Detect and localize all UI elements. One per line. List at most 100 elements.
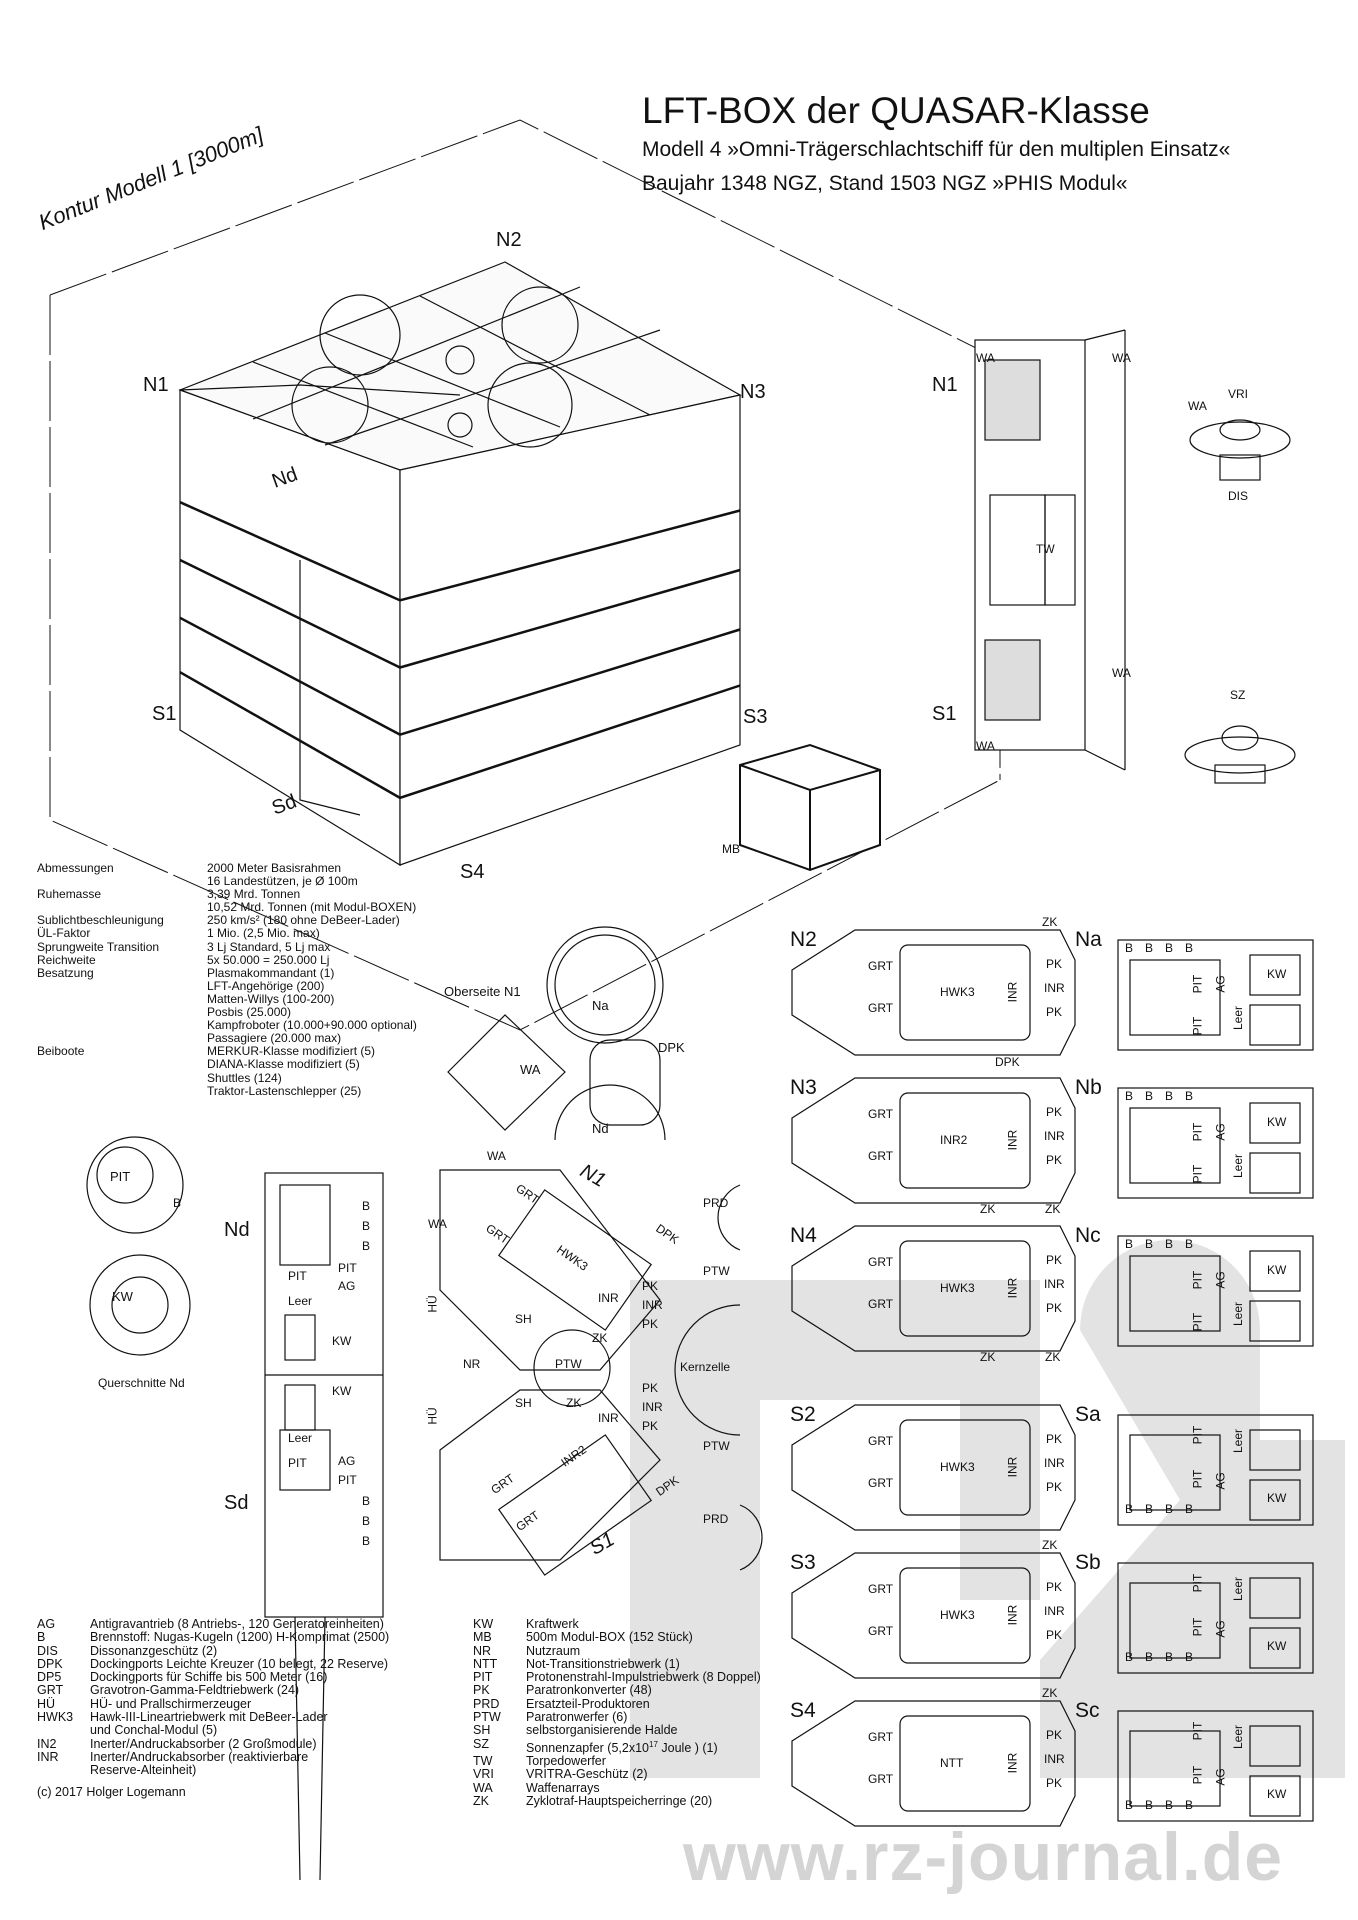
side-label-wa: WA bbox=[976, 351, 995, 365]
module-pk: PK bbox=[1046, 1105, 1063, 1119]
spec-row: Shuttles (124) bbox=[37, 1071, 417, 1085]
spec-value: Plasmakommandant (1) bbox=[207, 965, 335, 980]
module-grt: GRT bbox=[868, 959, 894, 973]
module-pk: PK bbox=[1046, 1301, 1063, 1315]
cube-band-line bbox=[179, 616, 741, 736]
legend-abbr: HÜ bbox=[37, 1696, 56, 1711]
module-b: B bbox=[1125, 941, 1134, 955]
module-pk: PK bbox=[1046, 1728, 1063, 1742]
module-inr: INR bbox=[1044, 1277, 1065, 1291]
legend-desc: Kraftwerk bbox=[526, 1617, 579, 1631]
module-leer: Leer bbox=[1231, 1301, 1246, 1327]
spec-label bbox=[37, 1006, 207, 1019]
module-pk: PK bbox=[1046, 1480, 1063, 1494]
module-zk: ZK bbox=[1042, 915, 1058, 929]
module-leer: Leer bbox=[1231, 1724, 1246, 1750]
module-name: S4 bbox=[790, 1699, 816, 1722]
center-wa: WA bbox=[487, 1149, 506, 1163]
center-pk: PK bbox=[642, 1381, 659, 1395]
spec-value: 3,39 Mrd. Tonnen bbox=[207, 887, 301, 902]
legend-desc: Not-Transitionstriebwerk (1) bbox=[526, 1656, 680, 1671]
legend-item: ZK Zyklotraf-Hauptspeicherringe (20) bbox=[473, 1794, 761, 1809]
nd-pit: PIT bbox=[288, 1269, 307, 1283]
legend-abbr: TW bbox=[473, 1754, 493, 1769]
copyright: (c) 2017 Holger Logemann bbox=[37, 1785, 186, 1799]
module-pit: PIT bbox=[1190, 1312, 1205, 1332]
spec-row: Kampfroboter (10.000+90.000 optional) bbox=[37, 1019, 417, 1032]
module-b: B bbox=[1125, 1237, 1134, 1251]
legend-abbr: KW bbox=[473, 1617, 494, 1631]
sd-leer: Leer bbox=[288, 1431, 313, 1445]
legend-abbr: DIS bbox=[37, 1643, 58, 1658]
module-grt: GRT bbox=[868, 1107, 894, 1121]
legend-abbr: ZK bbox=[473, 1794, 489, 1809]
nd-ag: AG bbox=[338, 1279, 356, 1293]
module-core: HWK3 bbox=[940, 1460, 975, 1474]
module-b: B bbox=[1185, 1502, 1194, 1516]
module-outline bbox=[791, 1552, 1314, 1679]
spec-value: 5x 50.000 = 250.000 Lj bbox=[207, 952, 330, 967]
page-title: LFT-BOX der QUASAR-Klasse bbox=[642, 90, 1150, 131]
spec-row: DIANA-Klasse modifiziert (5) bbox=[37, 1058, 417, 1071]
nd-label: Nd bbox=[224, 1219, 250, 1241]
nd-kw: KW bbox=[332, 1334, 352, 1348]
legend-desc: selbstorganisierende Halde bbox=[526, 1723, 678, 1738]
side-label-sz: SZ bbox=[1230, 688, 1246, 702]
spec-row: 16 Landestützen, je Ø 100m bbox=[37, 874, 417, 888]
side-label-dis: DIS bbox=[1228, 489, 1249, 503]
center-prd: PRD bbox=[703, 1512, 729, 1526]
center-pk: PK bbox=[642, 1279, 659, 1293]
oberseite-label-nd: Nd bbox=[592, 1121, 609, 1136]
center-nr: NR bbox=[463, 1357, 481, 1371]
legend-desc: Zyklotraf-Hauptspeicherringe (20) bbox=[526, 1794, 713, 1809]
legend-abbr: GRT bbox=[37, 1683, 64, 1698]
module-inr: INR bbox=[1044, 1752, 1065, 1766]
module-ag: AG bbox=[1213, 1768, 1228, 1786]
spec-row: 10,52 Mrd. Tonnen (mit Modul-BOXEN) bbox=[37, 901, 417, 914]
module-kw: KW bbox=[1267, 1491, 1287, 1505]
nd-pit: PIT bbox=[338, 1261, 357, 1275]
legend-desc: Dissonanzgeschütz (2) bbox=[90, 1643, 218, 1658]
module-name: S3 bbox=[790, 1551, 816, 1574]
oberseite-label-na: Na bbox=[592, 998, 609, 1013]
spec-label: Ruhemasse bbox=[37, 887, 102, 902]
module-ag: AG bbox=[1213, 1123, 1228, 1141]
legend-abbr: PRD bbox=[473, 1696, 500, 1711]
module-b: B bbox=[1165, 1089, 1174, 1103]
vritra-turret bbox=[1189, 419, 1291, 481]
module-pk: PK bbox=[1046, 1580, 1063, 1594]
module-inr: INR bbox=[1005, 1752, 1020, 1774]
module-pk: PK bbox=[1046, 1153, 1063, 1167]
legend-abbr: PK bbox=[473, 1683, 490, 1698]
side-label-wa: WA bbox=[1188, 399, 1207, 413]
module-b: B bbox=[1145, 1650, 1154, 1664]
module-grt: GRT bbox=[868, 1434, 894, 1448]
cube-label-mb: MB bbox=[722, 842, 740, 856]
legend-abbr: NTT bbox=[473, 1656, 498, 1671]
legend-desc: Sonnenzapfer (5,2x1017 Joule ) (1) bbox=[526, 1739, 718, 1755]
subtitle-year: Baujahr 1348 NGZ, Stand 1503 NGZ »PHIS M… bbox=[642, 172, 1128, 195]
module-side-name: Sc bbox=[1075, 1699, 1100, 1722]
legend-desc: Gravotron-Gamma-Feldtriebwerk (24) bbox=[90, 1683, 300, 1698]
nd-leer: Leer bbox=[288, 1294, 313, 1308]
module-inr: INR bbox=[1044, 1604, 1065, 1618]
module-grt: GRT bbox=[868, 1297, 894, 1311]
spec-row: Matten-Willys (100-200) bbox=[37, 992, 417, 1006]
spec-value: MERKUR-Klasse modifiziert (5) bbox=[207, 1044, 376, 1059]
module-grt: GRT bbox=[868, 1624, 894, 1638]
legend-abbr: MB bbox=[473, 1630, 492, 1645]
module-outline bbox=[791, 1077, 1314, 1204]
module-ag: AG bbox=[1213, 1472, 1228, 1490]
module-core: HWK3 bbox=[940, 1608, 975, 1622]
oberseite-title: Oberseite N1 bbox=[444, 984, 521, 999]
